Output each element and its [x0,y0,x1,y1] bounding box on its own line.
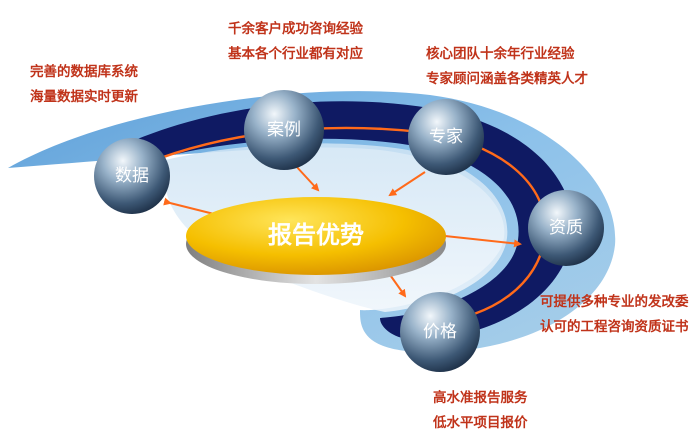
note-zizhi-line2: 认可的工程咨询资质证书 [540,319,689,335]
arrow-case [294,164,320,192]
note-zhuanjia: 核心团队十余年行业经验 专家顾问涵盖各类精英人才 [426,42,588,92]
center-disc: 报告优势 [186,197,446,284]
orbit-line [129,126,547,324]
node-label-jiage: 价格 [423,322,457,342]
note-anli-line2: 基本各个行业都有对应 [228,46,363,62]
center-title: 报告优势 [268,221,364,249]
node-shuju: 数据 [94,138,170,214]
node-jiage: 价格 [400,292,480,372]
node-anli: 案例 [244,90,324,170]
node-zizhi: 资质 [528,190,604,266]
node-label-anli: 案例 [267,120,301,140]
node-zhuanjia: 专家 [408,99,484,175]
note-shuju-line2: 海量数据实时更新 [30,89,138,105]
note-zizhi: 可提供多种专业的发改委 认可的工程咨询资质证书 [540,290,689,340]
arrow-expert [388,171,426,197]
note-zizhi-line1: 可提供多种专业的发改委 [540,294,689,310]
note-zhuanjia-line1: 核心团队十余年行业经验 [426,46,575,62]
note-jiage-line1: 高水准报告服务 [433,390,528,406]
node-label-zizhi: 资质 [549,218,583,238]
node-label-shuju: 数据 [115,166,149,186]
note-zhuanjia-line2: 专家顾问涵盖各类精英人才 [426,71,588,87]
note-anli-line1: 千余客户成功咨询经验 [228,21,363,37]
arrow-qualification [444,235,522,248]
node-label-zhuanjia: 专家 [429,127,463,147]
note-anli: 千余客户成功咨询经验 基本各个行业都有对应 [228,17,363,67]
note-shuju-line1: 完善的数据库系统 [30,64,138,80]
note-jiage: 高水准报告服务 低水平项目报价 [433,386,528,436]
note-shuju: 完善的数据库系统 海量数据实时更新 [30,60,138,110]
note-jiage-line2: 低水平项目报价 [433,415,528,431]
